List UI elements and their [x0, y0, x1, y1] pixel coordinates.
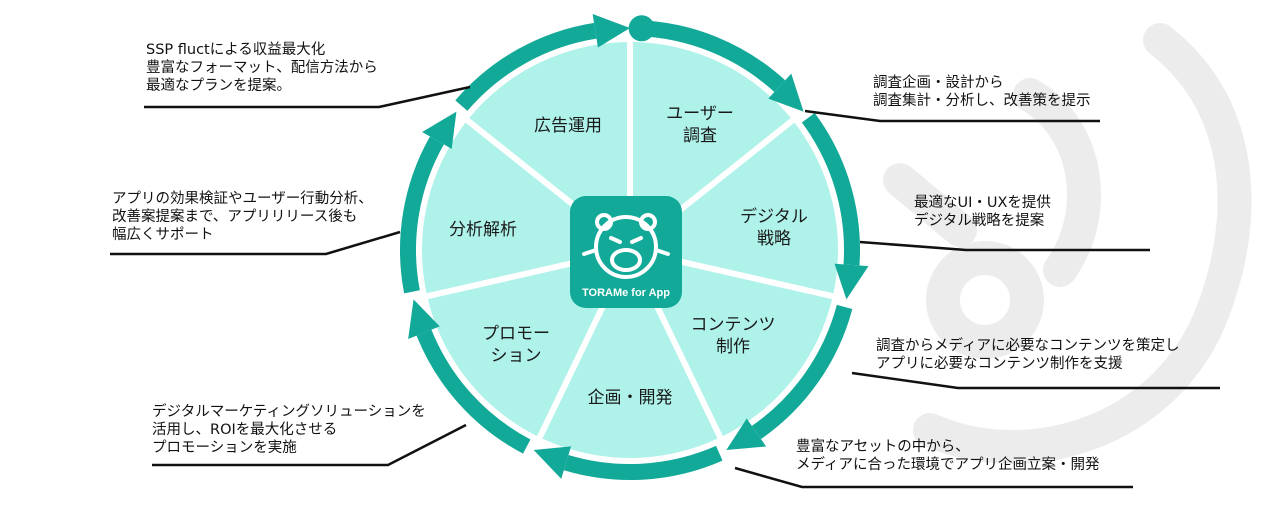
ring-arrow-arc: [801, 112, 860, 266]
ring-arrowhead-icon: [726, 418, 767, 451]
segment-label-content: コンテンツ 制作: [690, 315, 776, 357]
ring-arrow-arc: [751, 304, 853, 440]
leader-line-dev: [734, 466, 1133, 489]
app-badge: TORAMe for App: [570, 196, 682, 308]
ring-arrowhead-icon: [592, 13, 630, 48]
leader-line-strategy: [859, 240, 1150, 252]
ring-arrow-arc: [637, 20, 786, 93]
wheel-divider: [644, 284, 724, 441]
leader-line-research: [804, 109, 1100, 123]
app-badge-caption: TORAMe for App: [582, 287, 670, 299]
background-watermark: [883, 23, 1252, 464]
ring-arrow-arc: [416, 329, 531, 454]
leader-line-content: [851, 371, 1220, 390]
ring-arrowhead-icon: [422, 111, 457, 149]
note-content: 調査からメディアに必要なコンテンツを策定し アプリに必要なコンテンツ制作を支援: [876, 338, 1180, 372]
tiger-logo-icon: [582, 213, 670, 279]
segment-label-analysis: 分析解析: [449, 220, 517, 240]
wheel-divider: [424, 255, 592, 300]
ring-arrow-arc: [455, 22, 597, 111]
leader-line-ad: [144, 85, 471, 109]
segment-label-dev: 企画・開発: [587, 388, 673, 408]
wheel-divider: [659, 116, 797, 228]
wheel-divider: [668, 255, 836, 300]
wheel-divider: [536, 284, 616, 441]
ring-start-dot: [628, 15, 655, 42]
segment-label-ad: 広告運用: [534, 116, 602, 136]
note-dev: 豊富なアセットの中から、 メディアに合った環境でアプリ企画立案・開発: [796, 439, 1100, 473]
leader-line-promotion: [152, 423, 467, 467]
ring-arrow-arc: [400, 136, 444, 294]
leader-line-analysis: [110, 230, 401, 256]
ring-arrowhead-icon: [834, 263, 869, 300]
ring-arrowhead-icon: [768, 73, 804, 112]
note-research: 調査企画・設計から 調査集計・分析し、改善策を提示: [873, 75, 1091, 109]
segment-label-strategy: デジタル 戦略: [740, 207, 808, 249]
note-analysis: アプリの効果検証やユーザー行動分析、 改善案提案まで、アプリリリース後も 幅広く…: [112, 191, 373, 243]
ring-arrowhead-icon: [533, 446, 572, 479]
ring-arrowhead-icon: [408, 299, 440, 339]
note-promotion: デジタルマーケティングソリューションを 活用し、ROIを最大化させる プロモーシ…: [152, 404, 426, 456]
leader-lines: [110, 85, 1220, 489]
segment-label-promotion: プロモー ション: [482, 324, 550, 366]
segment-label-research: ユーザー 調査: [666, 104, 734, 146]
note-strategy: 最適なUI・UXを提供 デジタル戦略を提案: [914, 195, 1051, 229]
note-ad: SSP fluctによる収益最大化 豊富なフォーマット、配信方法から 最適なプラ…: [146, 42, 378, 94]
ring-arrow-arc: [563, 445, 723, 480]
